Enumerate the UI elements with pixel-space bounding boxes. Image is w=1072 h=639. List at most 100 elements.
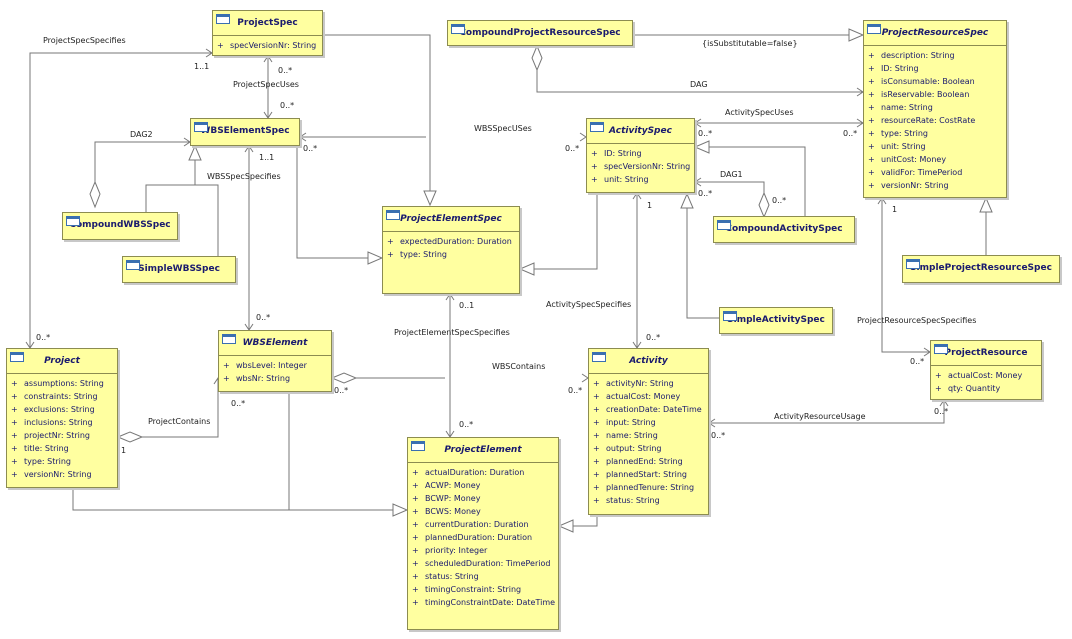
compoundactivityspec-generalization [709,146,806,216]
attribute: +creationDate: DateTime [593,405,702,414]
class-activity[interactable]: Activity +activityNr: String +actualCost… [588,348,709,515]
arrowhead [299,132,307,142]
class-project[interactable]: Project +assumptions: String +constraint… [6,348,118,488]
class-icon [10,352,24,362]
attribute: +description: String [868,51,955,60]
class-icon [867,24,881,34]
class-compoundwbsspec[interactable]: CompoundWBSSpec [62,212,178,240]
class-wbselementspec[interactable]: WBSElementSpec [190,118,300,146]
class-compoundprojectresourcespec[interactable]: CompoundProjectResourceSpec [447,20,633,46]
attribute-list: +specVersionNr: String [213,36,322,52]
class-icon [216,14,230,24]
association-label: ActivitySpecUses [725,108,794,117]
generalization-triangle [680,192,694,209]
attribute: +exclusions: String [11,405,95,414]
association-label: ActivitySpecSpecifies [546,300,632,309]
class-name: SimpleActivitySpec [727,315,825,325]
arrowhead [244,145,254,153]
arrowhead [263,55,273,63]
attribute: +expectedDuration: Duration [387,237,512,246]
compoundwbsspec-generalization [145,160,196,212]
class-header: Activity [589,349,708,374]
multiplicity-label: 0..* [711,431,726,440]
projectcontains-connector [142,378,219,438]
multiplicity-label: 0..* [646,333,661,342]
class-projectelementspec[interactable]: ProjectElementSpec +expectedDuration: Du… [382,206,520,294]
attribute: +plannedDuration: Duration [412,533,533,542]
class-name: ActivitySpec [609,126,672,136]
class-name: Project [44,356,80,366]
attribute: +status: String [593,496,660,505]
dag2-connector [94,141,190,182]
attribute: +ID: String [868,64,919,73]
attribute: +input: String [593,418,656,427]
multiplicity-label: 1 [892,205,898,214]
class-projectresourcespec[interactable]: ProjectResourceSpec +description: String… [863,20,1007,198]
attribute: +unit: String [868,142,926,151]
attribute: +inclusions: String [11,418,93,427]
attribute: +actualCost: Money [935,371,1023,380]
generalization-triangle [423,190,437,207]
class-activityspec[interactable]: ActivitySpec +ID: String +specVersionNr:… [586,118,695,193]
class-header: SimpleActivitySpec [720,308,832,332]
association-label: ProjectSpecSpecifies [43,36,126,45]
association-label: ProjectResourceSpecSpecifies [857,316,977,325]
association-label: WBSContains [492,362,546,371]
class-icon [222,334,236,344]
association-label: ProjectSpecUses [233,80,299,89]
arrowhead [877,197,887,205]
attribute: +type: String [868,129,928,138]
class-name: Activity [629,356,668,366]
dag-connector [536,70,863,93]
multiplicity-label: 0..* [698,189,713,198]
attribute: +wbsNr: String [223,374,291,383]
class-wbselement[interactable]: WBSElement +wbsLevel: Integer +wbsNr: St… [218,330,332,392]
multiplicity-label: 0..1 [459,301,475,310]
projectspecspecifies-connector [29,52,212,348]
attribute: +currentDuration: Duration [412,520,529,529]
association-label: ProjectElementSpecSpecifies [394,328,510,337]
dag1-connector [695,181,765,193]
multiplicity-label: 0..* [698,129,713,138]
class-header: CompoundActivitySpec [714,217,854,241]
class-icon [590,122,604,132]
class-projectspec[interactable]: ProjectSpec +specVersionNr: String [212,10,323,56]
simplewbsspec-generalization [195,184,219,256]
activityspec-generalization [534,193,598,270]
attribute: +isReservable: Boolean [868,90,970,99]
attribute: +BCWS: Money [412,507,481,516]
attribute: +type: String [387,250,447,259]
association-label: DAG [690,80,708,89]
generalization-triangle [979,196,993,213]
arrowhead [445,293,455,301]
attribute: +ACWP: Money [412,481,481,490]
class-header: Project [7,349,117,374]
class-simpleprojectresourcespec[interactable]: SimpleProjectResourceSpec [902,255,1060,283]
attribute: +type: String [11,457,71,466]
attribute-list: +wbsLevel: Integer +wbsNr: String [219,356,331,385]
multiplicity-label: 0..* [334,386,349,395]
attribute-list: +activityNr: String +actualCost: Money +… [589,374,708,507]
class-icon [126,260,140,270]
attribute: +timingConstraintDate: DateTime [412,598,556,607]
attribute: +activityNr: String [593,379,674,388]
arrowhead [694,177,702,187]
class-simpleactivityspec[interactable]: SimpleActivitySpec [719,307,833,334]
attribute: +plannedStart: String [593,470,687,479]
class-header: ProjectSpec [213,11,322,36]
attribute: +name: String [868,103,933,112]
project-generalization [72,488,393,511]
class-projectresource[interactable]: ProjectResource +actualCost: Money +qty:… [930,340,1042,400]
arrowhead [694,118,702,128]
class-simplewbsspec[interactable]: SimpleWBSSpec [122,256,236,283]
association-label: DAG1 [720,170,743,179]
class-name: ProjectElement [444,445,522,455]
class-icon [717,220,731,230]
association-label: WBSSpecSpecifies [207,172,281,181]
attribute: +output: String [593,444,662,453]
class-compoundactivityspec[interactable]: CompoundActivitySpec [713,216,855,243]
generalization-triangle [693,140,710,154]
multiplicity-label: 1..1 [259,153,275,162]
class-projectelement[interactable]: ProjectElement +actualDuration: Duration… [407,437,559,630]
